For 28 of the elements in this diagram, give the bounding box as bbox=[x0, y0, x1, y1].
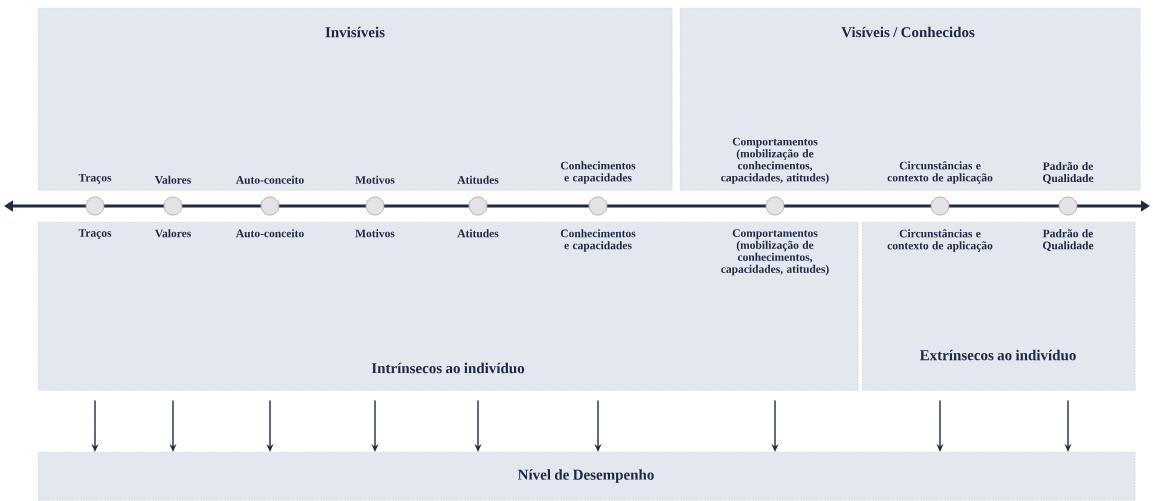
item-label: Padrão de Qualidade bbox=[1042, 229, 1094, 252]
item-label: Padrão de Qualidade bbox=[1042, 161, 1094, 184]
timeline-marker bbox=[163, 196, 183, 216]
item-label: Circunstâncias e contexto de aplicação bbox=[887, 229, 993, 252]
timeline-marker bbox=[468, 196, 488, 216]
timeline-marker bbox=[365, 196, 385, 216]
performance-bar: Nível de Desempenho bbox=[38, 452, 1136, 501]
item-label: Atitudes bbox=[457, 229, 499, 238]
item-label: Valores bbox=[154, 175, 191, 184]
item-label: Circunstâncias e contexto de aplicação bbox=[887, 161, 993, 184]
item-label: Traços bbox=[78, 173, 112, 184]
timeline-marker bbox=[260, 196, 280, 216]
item-label: Atitudes bbox=[457, 175, 499, 184]
item-label: Conhecimentos e capacidades bbox=[560, 161, 636, 184]
item-label: Conhecimentos e capacidades bbox=[560, 229, 636, 252]
timeline-marker bbox=[1058, 196, 1078, 216]
item-label: Valores bbox=[154, 229, 191, 238]
item-label: Comportamentos (mobilização de conhecimentos, capacidades, atitudes) bbox=[721, 137, 829, 184]
item-label: Motivos bbox=[355, 229, 395, 238]
timeline-marker bbox=[85, 196, 105, 216]
item-label: Auto-conceito bbox=[235, 175, 304, 184]
timeline-marker bbox=[930, 196, 950, 216]
timeline-marker bbox=[588, 196, 608, 216]
item-label: Auto-conceito bbox=[235, 229, 304, 238]
timeline-marker bbox=[765, 196, 785, 216]
item-label: Comportamentos (mobilização de conhecimentos, capacidades, atitudes) bbox=[721, 229, 829, 276]
item-label: Motivos bbox=[355, 175, 395, 184]
item-label: Traços bbox=[78, 229, 112, 240]
